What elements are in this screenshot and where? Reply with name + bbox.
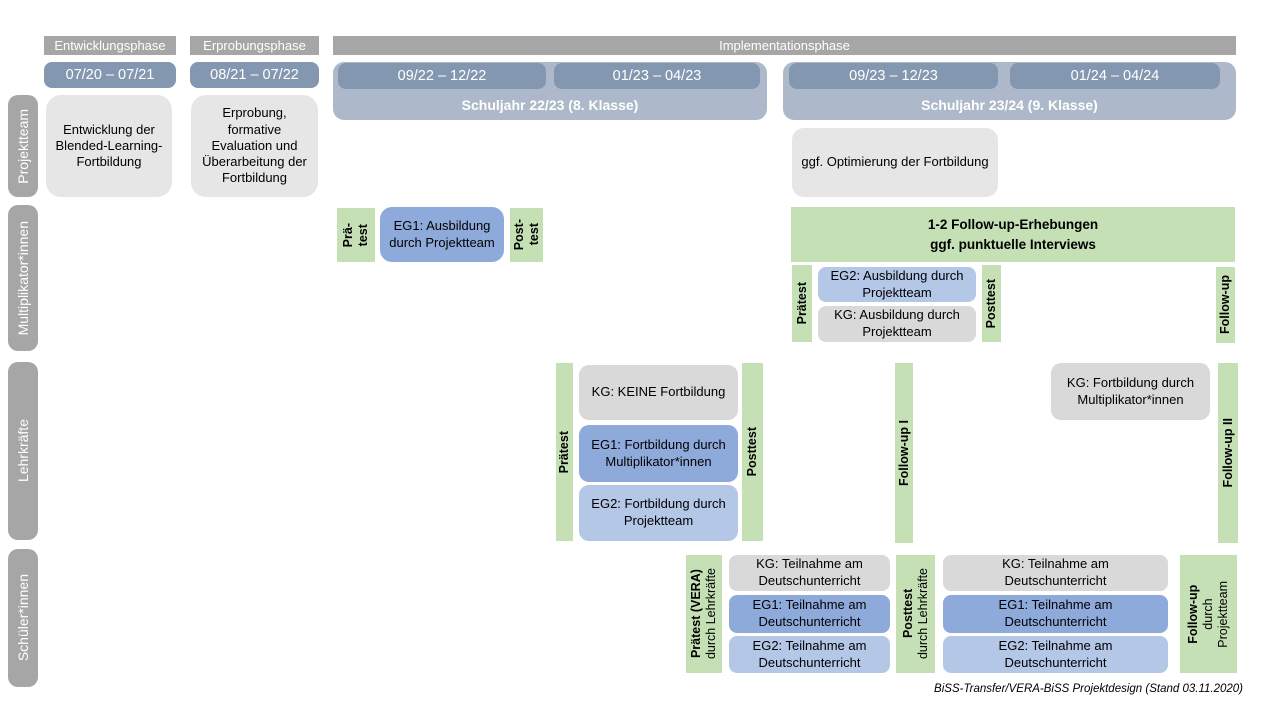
bar-label-line: Prätest (VERA) <box>689 569 703 659</box>
bar-label: Prätest <box>557 430 571 474</box>
bar-label: Follow-up II <box>1220 418 1235 488</box>
box-erprobung-evaluation: Erprobung, formative Evaluation und Über… <box>191 95 318 197</box>
cell-text: KG: Ausbildung durch Projektteam <box>834 307 960 339</box>
bar-label: Posttest <box>984 278 998 329</box>
cell-text: EG1: Teilnahme am Deutschunterricht <box>998 597 1113 629</box>
followup1-bar-lehrkraefte: Follow-up I <box>895 363 913 543</box>
bar-label-line: test <box>356 223 370 247</box>
box-entwicklung-fortbildung: Entwicklung der Blended-Learning-Fortbil… <box>46 95 172 197</box>
cell-text: KG: Fortbildung durch Multiplikator*inne… <box>1066 374 1195 407</box>
followup-projektteam-bar-schueler: Follow-up durch Projektteam <box>1180 555 1237 673</box>
box-text: ggf. Optimierung der Fortbildung <box>801 154 989 170</box>
cell-text: KG: KEINE Fortbildung <box>591 384 726 400</box>
cell-text: EG2: Teilnahme am Deutschunterricht <box>752 637 867 670</box>
bar-label-line: Projektteam <box>1216 580 1230 648</box>
cell-eg1-fortbildung-multiplikatoren: EG1: Fortbildung durch Multiplikator*inn… <box>579 425 738 482</box>
cell-kg-ausbildung-projektteam: KG: Ausbildung durch Projektteam <box>818 306 976 342</box>
cell-kg-keine-fortbildung: KG: KEINE Fortbildung <box>579 365 738 420</box>
date-range-0821-0722: 08/21 – 07/22 <box>190 62 319 88</box>
bar-label-line: Posttest <box>900 589 915 639</box>
cell-text: KG: Teilnahme am Deutschunterricht <box>756 556 863 588</box>
footer-caption: BiSS-Transfer/VERA-BiSS Projektdesign (S… <box>934 683 1243 695</box>
bar-label-line: test <box>526 223 541 247</box>
bar-label-line: Follow-up <box>1186 584 1200 644</box>
praetest-bar-lehrkraefte: Prätest <box>556 363 573 541</box>
box-text-line: 1-2 Follow-up-Erhebungen <box>927 216 1099 232</box>
cell-text: EG1: Fortbildung durch Multiplikator*inn… <box>591 436 726 469</box>
phase-bar-implementationsphase: Implementationsphase <box>333 36 1236 55</box>
row-label: Multiplikator*innen <box>14 220 31 336</box>
cell-kg-fortbildung-multiplikatoren: KG: Fortbildung durch Multiplikator*inne… <box>1051 363 1210 420</box>
cell-eg1-ausbildung-projektteam: EG1: Ausbildung durch Projektteam <box>380 207 504 262</box>
cell-text: EG1: Ausbildung durch Projektteam <box>389 217 495 250</box>
date-range-0123-0423: 01/23 – 04/23 <box>554 63 760 89</box>
cell-kg-teilnahme-2: KG: Teilnahme am Deutschunterricht <box>943 555 1168 591</box>
posttest-bar-lehrkraefte: Posttest <box>742 363 763 541</box>
bar-label: Follow-up <box>1218 275 1232 335</box>
cell-text: KG: Teilnahme am Deutschunterricht <box>1002 556 1109 588</box>
cell-eg2-fortbildung-projektteam: EG2: Fortbildung durch Projektteam <box>579 485 738 541</box>
row-label: Lehrkräfte <box>14 419 31 483</box>
sidebar-row-multiplikatorinnen: Multiplikator*innen <box>8 205 38 351</box>
phase-label: Entwicklungsphase <box>54 38 166 53</box>
date-label: 01/23 – 04/23 <box>612 68 702 84</box>
row-label: Projektteam <box>14 108 31 184</box>
phase-bar-erprobungsphase: Erprobungsphase <box>190 36 319 55</box>
posttest-bar-multiplikatoren-1: Post- test <box>510 208 543 262</box>
followup-bar-multiplikatoren: Follow-up <box>1216 267 1235 343</box>
cell-eg1-teilnahme-1: EG1: Teilnahme am Deutschunterricht <box>729 595 890 633</box>
phase-bar-entwicklungsphase: Entwicklungsphase <box>44 36 176 55</box>
bar-label-line: durch <box>1201 598 1215 630</box>
box-followup-erhebungen: 1-2 Follow-up-Erhebungen ggf. punktuelle… <box>791 207 1235 262</box>
praetest-bar-multiplikatoren-1: Prä- test <box>337 208 375 262</box>
date-label: 07/20 – 07/21 <box>65 67 155 83</box>
cell-kg-teilnahme-1: KG: Teilnahme am Deutschunterricht <box>729 555 890 591</box>
phase-label: Erprobungsphase <box>203 38 306 53</box>
schoolyear-label: Schuljahr 23/24 (9. Klasse) <box>921 97 1098 113</box>
followup2-bar-lehrkraefte: Follow-up II <box>1218 363 1238 543</box>
box-text: Erprobung, formative Evaluation und Über… <box>202 105 307 186</box>
date-label: 08/21 – 07/22 <box>210 67 299 83</box>
bar-label-line: Post- <box>511 219 526 251</box>
date-label: 09/22 – 12/22 <box>397 68 487 84</box>
cell-eg1-teilnahme-2: EG1: Teilnahme am Deutschunterricht <box>943 595 1168 633</box>
cell-text: EG2: Fortbildung durch Projektteam <box>591 496 726 528</box>
sidebar-row-schuelerinnen: Schüler*innen <box>8 549 38 687</box>
date-label: 09/23 – 12/23 <box>849 68 938 84</box>
sidebar-row-projektteam: Projektteam <box>8 95 38 197</box>
posttest-bar-multiplikatoren-2: Posttest <box>982 265 1001 342</box>
praetest-bar-multiplikatoren-2: Prätest <box>792 265 812 342</box>
cell-eg2-ausbildung-projektteam: EG2: Ausbildung durch Projektteam <box>818 267 976 302</box>
bar-label-line: Prä- <box>341 222 355 248</box>
bar-label-line: durch Lehrkräfte <box>915 568 930 660</box>
date-range-0124-0424: 01/24 – 04/24 <box>1010 63 1220 89</box>
box-optimierung-fortbildung: ggf. Optimierung der Fortbildung <box>792 128 998 197</box>
date-range-0922-1222: 09/22 – 12/22 <box>338 63 546 89</box>
cell-text: EG1: Teilnahme am Deutschunterricht <box>752 597 867 629</box>
cell-eg2-teilnahme-1: EG2: Teilnahme am Deutschunterricht <box>729 636 890 673</box>
bar-label: Follow-up I <box>896 420 911 486</box>
sidebar-row-lehrkraefte: Lehrkräfte <box>8 362 38 540</box>
date-range-0923-1223: 09/23 – 12/23 <box>789 63 998 89</box>
bar-label: Posttest <box>745 427 759 477</box>
box-text: Entwicklung der Blended-Learning-Fortbil… <box>55 121 163 170</box>
cell-eg2-teilnahme-2: EG2: Teilnahme am Deutschunterricht <box>943 636 1168 673</box>
schoolyear-label: Schuljahr 22/23 (8. Klasse) <box>461 97 639 113</box>
date-range-0720-0721: 07/20 – 07/21 <box>44 62 176 88</box>
box-text-line: ggf. punktuelle Interviews <box>930 236 1096 252</box>
row-label: Schüler*innen <box>14 574 31 662</box>
posttest-bar-schueler: Posttest durch Lehrkräfte <box>896 555 935 673</box>
cell-text: EG2: Teilnahme am Deutschunterricht <box>998 637 1113 670</box>
praetest-vera-bar-schueler: Prätest (VERA) durch Lehrkräfte <box>686 555 722 673</box>
bar-label-line: durch Lehrkräfte <box>704 568 718 660</box>
bar-label: Prätest <box>794 282 809 325</box>
date-label: 01/24 – 04/24 <box>1070 68 1160 84</box>
cell-text: EG2: Ausbildung durch Projektteam <box>830 267 964 300</box>
phase-label: Implementationsphase <box>719 38 850 53</box>
